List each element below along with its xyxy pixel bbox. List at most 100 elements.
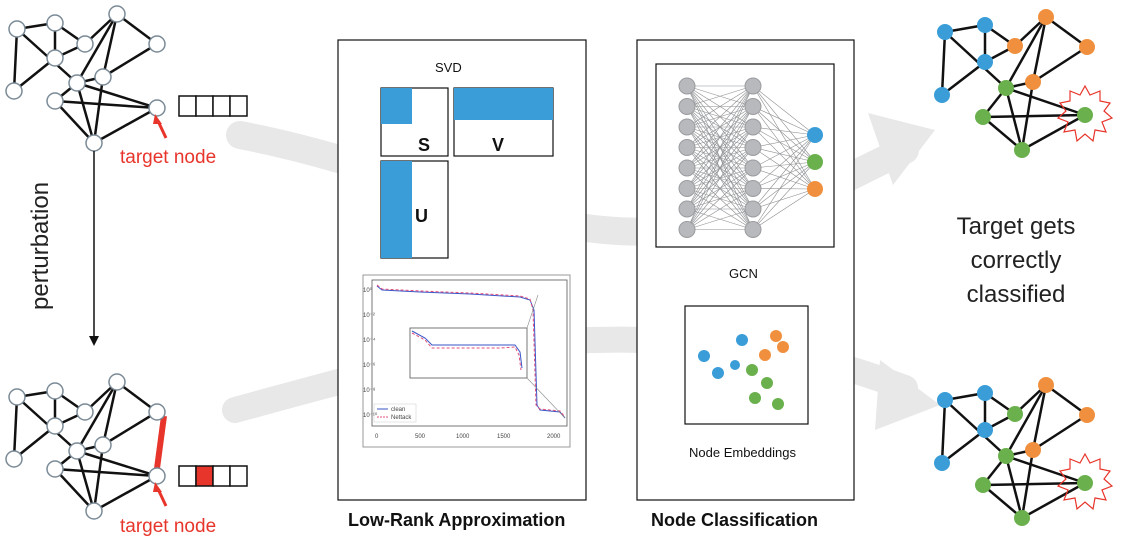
- y-tick-0: 10⁰: [363, 287, 373, 294]
- gcn-edge: [752, 134, 816, 210]
- gcn-edge: [686, 188, 754, 230]
- nettack-curve-zoom: [411, 332, 522, 371]
- gcn-edge: [752, 126, 816, 190]
- gcn-hidden-node: [678, 139, 696, 156]
- gcn-edge: [752, 106, 816, 136]
- target-node-label-top: target node: [120, 147, 216, 168]
- gcn-output-node: [807, 127, 823, 143]
- gcn-edge: [752, 147, 816, 163]
- gcn-edge: [686, 85, 754, 148]
- svd-matrix-s: S: [380, 87, 449, 157]
- gcn-edge: [752, 134, 816, 169]
- red-arrow-icon: [153, 482, 168, 507]
- gcn-output-node: [807, 181, 823, 197]
- y-tick-3: 10⁻⁶: [363, 362, 376, 369]
- gcn-hidden-node: [744, 77, 762, 95]
- gcn-edge: [752, 106, 816, 190]
- gcn-edge: [752, 188, 816, 230]
- result-line-1: Target gets: [957, 213, 1076, 240]
- gcn-edge: [686, 85, 754, 169]
- gcn-network: [678, 77, 823, 238]
- gcn-label: GCN: [729, 266, 758, 281]
- gcn-hidden-node: [678, 159, 696, 177]
- gcn-edge: [752, 85, 816, 163]
- gcn-hidden-node: [744, 118, 762, 136]
- gcn-edge: [752, 161, 816, 210]
- svd-label: SVD: [435, 60, 462, 75]
- gcn-edge: [752, 134, 816, 189]
- x-tick-2: 1000: [456, 434, 470, 440]
- legend-clean: clean: [391, 407, 405, 413]
- embedding-points: [698, 330, 789, 410]
- y-tick-1: 10⁻²: [363, 313, 375, 319]
- gcn-hidden-node: [678, 118, 696, 136]
- singular-value-plot: clean Nettack 0 500 1000 1500 2000 10⁰ 1…: [362, 274, 571, 448]
- burst-icon: [1056, 452, 1114, 511]
- burst-icon: [1056, 84, 1114, 143]
- gcn-edge: [686, 85, 754, 189]
- svd-matrix-u: U: [380, 160, 449, 259]
- y-tick-5: 10⁻¹⁰: [363, 412, 378, 419]
- s-label: S: [418, 135, 430, 155]
- u-label: U: [415, 206, 428, 226]
- clean-curve-zoom: [411, 330, 523, 369]
- feature-vector-perturbed: [178, 465, 248, 487]
- gcn-edge: [752, 188, 816, 190]
- gcn-hidden-node: [678, 77, 696, 95]
- x-tick-4: 2000: [547, 434, 561, 440]
- target-node-label-bottom: target node: [120, 516, 216, 537]
- gcn-output-node: [807, 154, 823, 170]
- gcn-hidden-node: [678, 221, 696, 238]
- svd-matrix-v: V: [453, 87, 554, 157]
- perturbation-arrowhead: [89, 336, 99, 346]
- gcn-edge: [686, 167, 754, 230]
- gcn-edge: [752, 85, 816, 190]
- gcn-hidden-node: [678, 200, 696, 218]
- added-edge: [153, 415, 167, 477]
- gcn-hidden-node: [744, 221, 762, 238]
- gcn-hidden-node: [744, 200, 762, 218]
- v-label: V: [492, 135, 504, 155]
- gcn-edge: [752, 126, 816, 136]
- gcn-edge: [686, 85, 754, 210]
- perturbation-label: perturbation: [27, 182, 54, 310]
- gcn-edge: [752, 134, 816, 148]
- gcn-edge: [752, 188, 816, 210]
- y-tick-4: 10⁻⁸: [363, 387, 376, 394]
- clean-graph: [12, 13, 158, 145]
- classified-graph-bottom-nodes: [934, 377, 1095, 526]
- gcn-edge: [752, 126, 816, 163]
- gcn-edge: [752, 161, 816, 169]
- classified-graph-top-nodes: [934, 9, 1095, 158]
- red-arrow-icon: [153, 114, 168, 139]
- gcn-hidden-node: [744, 180, 762, 197]
- low-rank-caption: Low-Rank Approximation: [348, 510, 565, 530]
- gcn-hidden-node: [678, 98, 696, 115]
- legend-nettack: Nettack: [391, 415, 412, 421]
- flow-arrowhead-bottom: [875, 360, 940, 430]
- gcn-hidden-node: [744, 139, 762, 156]
- gcn-edge: [752, 161, 816, 230]
- gcn-edge: [686, 85, 754, 230]
- flow-arrowhead-top: [868, 113, 935, 185]
- node-embeddings-label: Node Embeddings: [689, 445, 796, 460]
- perturbed-graph-nodes: [5, 373, 166, 520]
- nettack-curve-main: [376, 284, 566, 418]
- gcn-edge: [752, 167, 816, 190]
- x-tick-1: 500: [415, 434, 426, 440]
- gcn-hidden-node: [744, 159, 762, 177]
- gcn-edge: [752, 85, 816, 136]
- gcn-edge: [686, 106, 754, 230]
- feature-vector-clean: [178, 95, 248, 117]
- embeddings-box: [684, 305, 809, 425]
- x-tick-0: 0: [375, 434, 379, 440]
- gcn-hidden-node: [744, 98, 762, 115]
- gcn-edge: [752, 106, 816, 163]
- gcn-edge: [752, 134, 816, 230]
- gcn-edge: [686, 85, 754, 128]
- result-line-3: classified: [967, 281, 1066, 308]
- result-line-2: correctly: [971, 247, 1062, 274]
- node-classification-caption: Node Classification: [651, 510, 818, 530]
- gcn-edge: [686, 147, 754, 230]
